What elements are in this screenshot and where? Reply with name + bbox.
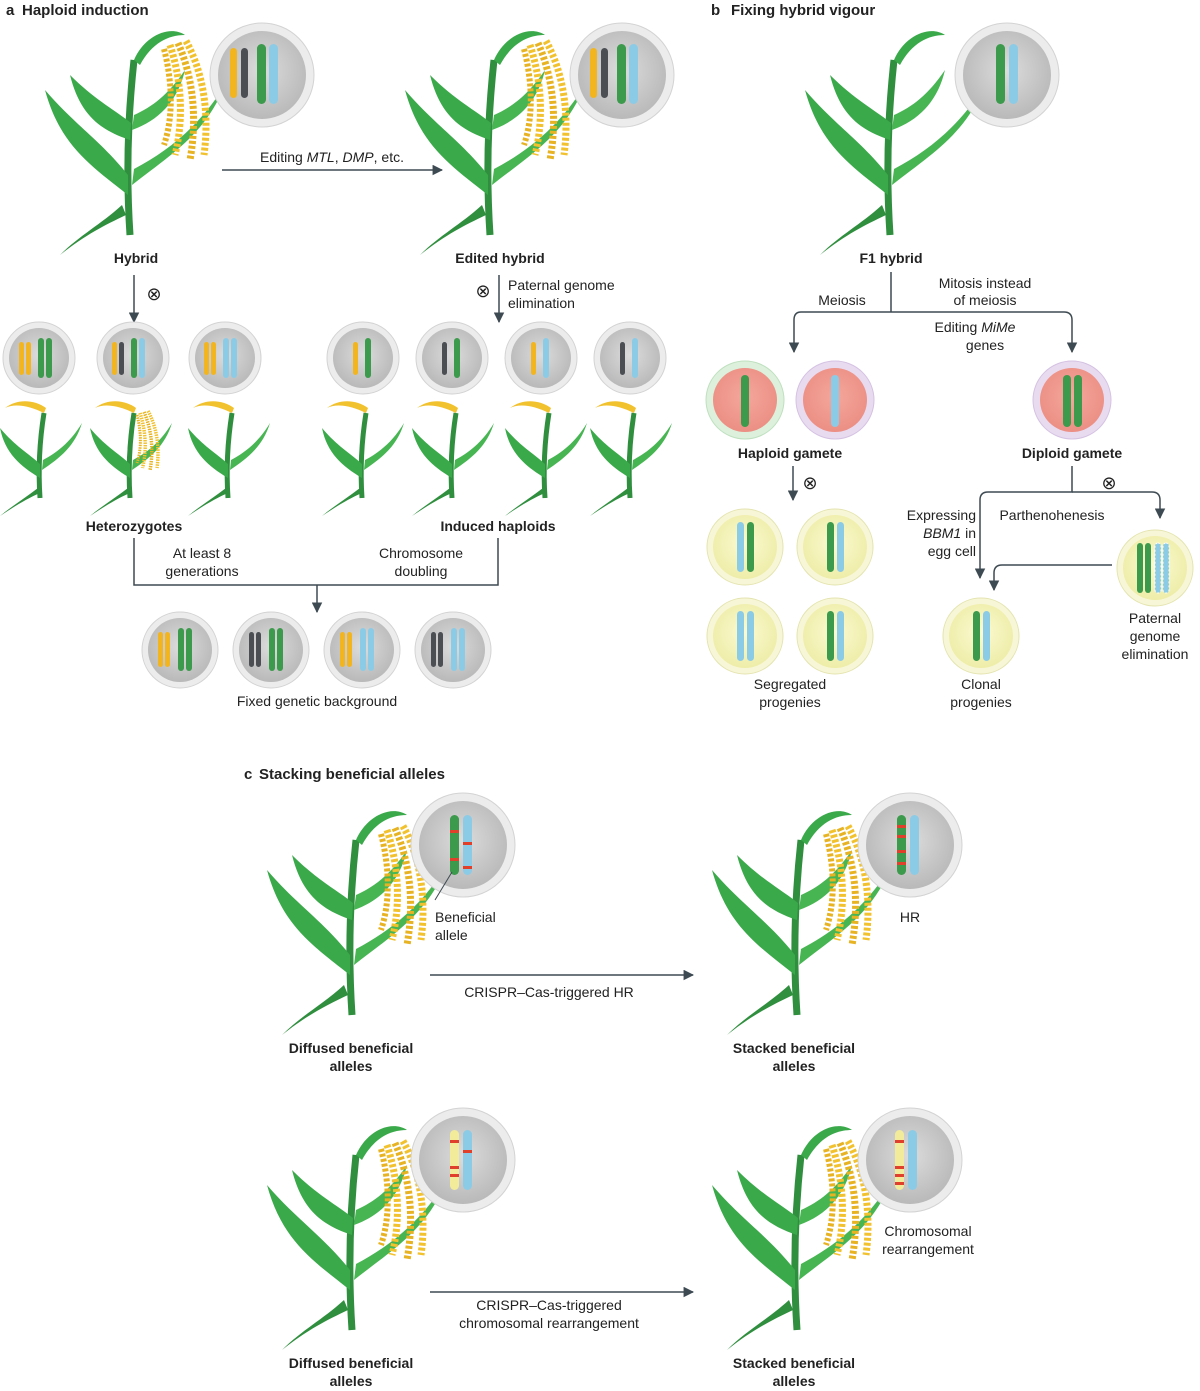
panel-a-title: Haploid induction [22,2,149,19]
hr-label: HR [900,909,920,925]
bbm1-arrow [974,466,1073,580]
segregated-label-2: progenies [759,694,821,710]
hybrid-chromosomes [230,44,278,104]
paternal-label-1: Paternal [1129,610,1181,626]
segregated-progeny-cells [706,508,874,675]
fixed-background-label: Fixed genetic background [237,693,397,709]
heterozygote-plants-icon [0,401,270,516]
f1-label: F1 hybrid [859,250,922,266]
heterozygote-cells [2,321,262,395]
meiosis-label: Meiosis [818,292,865,308]
diploid-gamete-label: Diploid gamete [1022,445,1123,461]
self-cross-symbol: ⊗ [146,284,161,304]
paternal-label-3: elimination [1122,646,1189,662]
generations-label-2: generations [165,563,238,579]
panel-b: b Fixing hybrid vigour F1 hybrid Meiosis… [705,2,1194,710]
diffused-label-2a: Diffused beneficial [289,1355,413,1371]
stacked-label-2b: alleles [773,1373,816,1386]
bbm1-label-2: BBM1 in [923,525,976,541]
mime-label-2: genes [966,337,1004,353]
edited-hybrid-chromosomes [590,44,638,104]
rearr-label-2: rearrangement [882,1241,974,1257]
hybrid-plant-icon [45,31,225,255]
panel-b-title: Fixing hybrid vigour [731,2,875,19]
editing-label: Editing MTL, DMP, etc. [260,149,404,165]
edited-hybrid-label: Edited hybrid [455,250,544,266]
haploid-cross-symbol: ⊗ [802,473,817,493]
clonal-label-1: Clonal [961,676,1001,692]
panel-a-letter: a [6,2,15,19]
pge-label-1: Paternal genome [508,277,615,293]
mitosis-arrow [891,311,1078,354]
generations-label-1: At least 8 [173,545,232,561]
mitosis-label-1: Mitosis instead [939,275,1032,291]
doubling-label-1: Chromosome [379,545,463,561]
pge-label-2: elimination [508,295,575,311]
doubling-label-2: doubling [395,563,448,579]
diffused-label-1b: alleles [330,1058,373,1074]
rearr-arrow-label-1: CRISPR–Cas-triggered [476,1297,622,1313]
segregated-label-1: Segregated [754,676,826,692]
diffused-label-1a: Diffused beneficial [289,1040,413,1056]
beneficial-label-1: Beneficial [435,909,496,925]
bbm1-label-3: egg cell [928,543,976,559]
hybrid-label: Hybrid [114,250,158,266]
clonal-label-2: progenies [950,694,1012,710]
edited-hybrid-plant-icon [405,31,585,255]
pge-cross-symbol: ⊗ [475,281,490,301]
merge-bracket [133,538,499,586]
mitosis-label-2: of meiosis [953,292,1016,308]
paternal-label-2: genome [1130,628,1181,644]
panel-a: a Haploid induction Hybrid Edite [0,2,675,709]
fixed-background-cells [141,611,492,689]
induced-haploids-label: Induced haploids [440,518,555,534]
beneficial-label-2: allele [435,927,468,943]
panel-b-letter: b [711,2,720,19]
pge-merge-arrow [988,564,1112,592]
panel-c: c Stacking beneficial alleles Beneficial… [244,766,974,1389]
haploid-gamete-label: Haploid gamete [738,445,842,461]
diffused-label-2b: alleles [330,1373,373,1386]
bbm1-label-1: Expressing [907,507,976,523]
rearr-label-1: Chromosomal [884,1223,971,1239]
meiosis-arrow [794,272,892,352]
stacked-label-2a: Stacked beneficial [733,1355,855,1371]
hr-arrow-label: CRISPR–Cas-triggered HR [464,984,634,1000]
haploid-gamete-cells [705,360,875,440]
parthenogenesis-arrow [1072,491,1166,520]
heterozygotes-label: Heterozygotes [86,518,183,534]
haploid-cells [326,321,667,395]
rearr-arrow-label-2: chromosomal rearrangement [459,1315,639,1331]
panel-c-title: Stacking beneficial alleles [259,766,445,783]
panel-c-letter: c [244,766,252,783]
stacked-label-1a: Stacked beneficial [733,1040,855,1056]
mime-label-1: Editing MiMe [935,319,1016,335]
stacked-label-1b: alleles [773,1058,816,1074]
haploid-plants-icon [322,401,672,516]
parthenogenesis-label: Parthenohenesis [999,507,1104,523]
diploid-cross-symbol: ⊗ [1101,473,1116,493]
